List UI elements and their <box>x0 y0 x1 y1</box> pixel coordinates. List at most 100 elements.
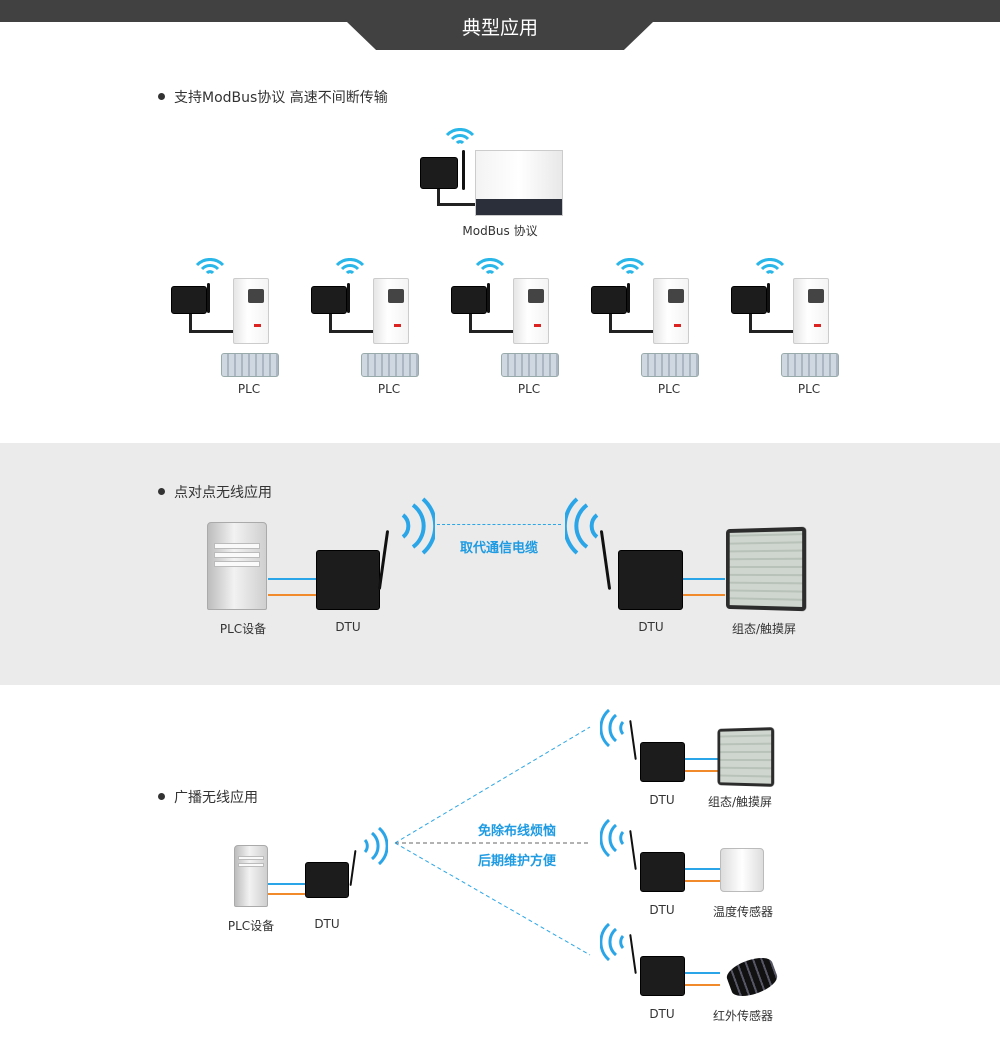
dtu-icon <box>305 862 349 898</box>
dtu-label: DTU <box>649 903 675 917</box>
cable-blue <box>683 578 725 580</box>
plc-label: PLC <box>517 382 541 396</box>
antenna-icon <box>627 283 630 313</box>
wifi-icon <box>195 258 225 275</box>
no-wiring-text: 免除布线烦恼 <box>477 824 557 839</box>
cable <box>749 330 795 333</box>
cable-blue <box>685 868 720 870</box>
wifi-icon <box>615 258 645 275</box>
dtu-label: DTU <box>638 620 664 634</box>
plc-module-icon <box>233 278 269 344</box>
wireless-link-line <box>437 524 561 525</box>
cable <box>749 314 752 332</box>
device-label: 红外传感器 <box>712 1009 774 1023</box>
device-label: 组态/触摸屏 <box>707 795 773 809</box>
cable-orange <box>685 984 720 986</box>
antenna-icon <box>629 720 637 760</box>
header-tab <box>347 22 653 50</box>
cable <box>609 314 612 332</box>
bullet-dot <box>158 792 165 800</box>
cable-orange <box>268 594 316 596</box>
plc-server-icon <box>234 845 268 907</box>
plc-rack-icon <box>641 353 699 377</box>
antenna-icon <box>487 283 490 313</box>
plc-rack-icon <box>781 353 839 377</box>
dtu-label: DTU <box>649 1007 675 1021</box>
section3-heading: 广播无线应用 <box>158 787 258 807</box>
dtu-label: DTU <box>335 620 361 634</box>
cable <box>437 203 482 206</box>
plc-module-icon <box>373 278 409 344</box>
antenna-icon <box>349 850 357 886</box>
dtu-label: DTU <box>649 793 675 807</box>
temperature-sensor-icon <box>720 848 764 892</box>
section2-heading-text: 点对点无线应用 <box>174 485 272 501</box>
plc-device-label: PLC设备 <box>219 622 267 636</box>
dtu-icon <box>731 286 767 314</box>
plc-module-icon <box>793 278 829 344</box>
plc-rack-icon <box>221 353 279 377</box>
touchscreen-icon <box>726 526 807 612</box>
easy-maintenance-text: 后期维护方便 <box>477 854 557 869</box>
wifi-icon <box>755 258 785 275</box>
cable <box>189 314 192 332</box>
dtu-icon <box>640 956 685 996</box>
header-bar <box>0 0 1000 22</box>
wifi-signal-icon <box>600 818 625 858</box>
dtu-icon <box>171 286 207 314</box>
replace-cable-text: 取代通信电缆 <box>459 541 539 556</box>
cable-blue <box>268 578 316 580</box>
section2-heading: 点对点无线应用 <box>158 482 272 502</box>
cable <box>609 330 655 333</box>
wifi-icon <box>475 258 505 275</box>
cable <box>469 330 515 333</box>
antenna-icon <box>347 283 350 313</box>
wifi-signal-right-icon <box>401 497 435 555</box>
plc-module-icon <box>513 278 549 344</box>
modbus-label: ModBus 协议 <box>462 224 538 238</box>
wifi-signal-icon <box>363 826 388 866</box>
page-title: 典型应用 <box>461 17 538 39</box>
cnc-machine-icon <box>475 150 563 216</box>
antenna-icon <box>629 830 637 870</box>
infrared-sensor-icon <box>723 952 781 1002</box>
plc-rack-icon <box>361 353 419 377</box>
plc-device-label: PLC设备 <box>227 919 275 933</box>
plc-module-icon <box>653 278 689 344</box>
section1-heading-text: 支持ModBus协议 高速不间断传输 <box>174 90 388 106</box>
cable-blue <box>685 758 720 760</box>
p2p-section <box>0 443 1000 685</box>
cable-blue <box>685 972 720 974</box>
touchscreen-label: 组态/触摸屏 <box>731 622 797 636</box>
cable <box>437 189 440 205</box>
plc-label: PLC <box>237 382 261 396</box>
dtu-icon <box>451 286 487 314</box>
plc-rack-icon <box>501 353 559 377</box>
plc-label: PLC <box>377 382 401 396</box>
antenna-icon <box>767 283 770 313</box>
dtu-icon <box>640 852 685 892</box>
cable-orange <box>685 770 720 772</box>
bullet-dot <box>158 487 165 495</box>
dtu-icon <box>311 286 347 314</box>
cable <box>189 330 235 333</box>
wifi-icon <box>445 128 475 145</box>
dtu-icon <box>420 157 458 189</box>
section3-heading-text: 广播无线应用 <box>174 790 258 806</box>
wifi-signal-icon <box>600 922 625 962</box>
cable <box>329 314 332 332</box>
plc-server-icon <box>207 522 267 610</box>
dtu-icon <box>618 550 683 610</box>
dtu-label: DTU <box>314 917 340 931</box>
cable-orange <box>268 893 305 895</box>
dtu-icon <box>640 742 685 782</box>
dtu-icon <box>591 286 627 314</box>
bullet-dot <box>158 92 165 100</box>
device-label: 温度传感器 <box>712 905 774 919</box>
plc-label: PLC <box>797 382 821 396</box>
cable-orange <box>685 880 720 882</box>
wifi-signal-icon <box>600 708 625 748</box>
antenna-icon <box>207 283 210 313</box>
wifi-signal-left-icon <box>565 497 599 555</box>
plc-label: PLC <box>657 382 681 396</box>
